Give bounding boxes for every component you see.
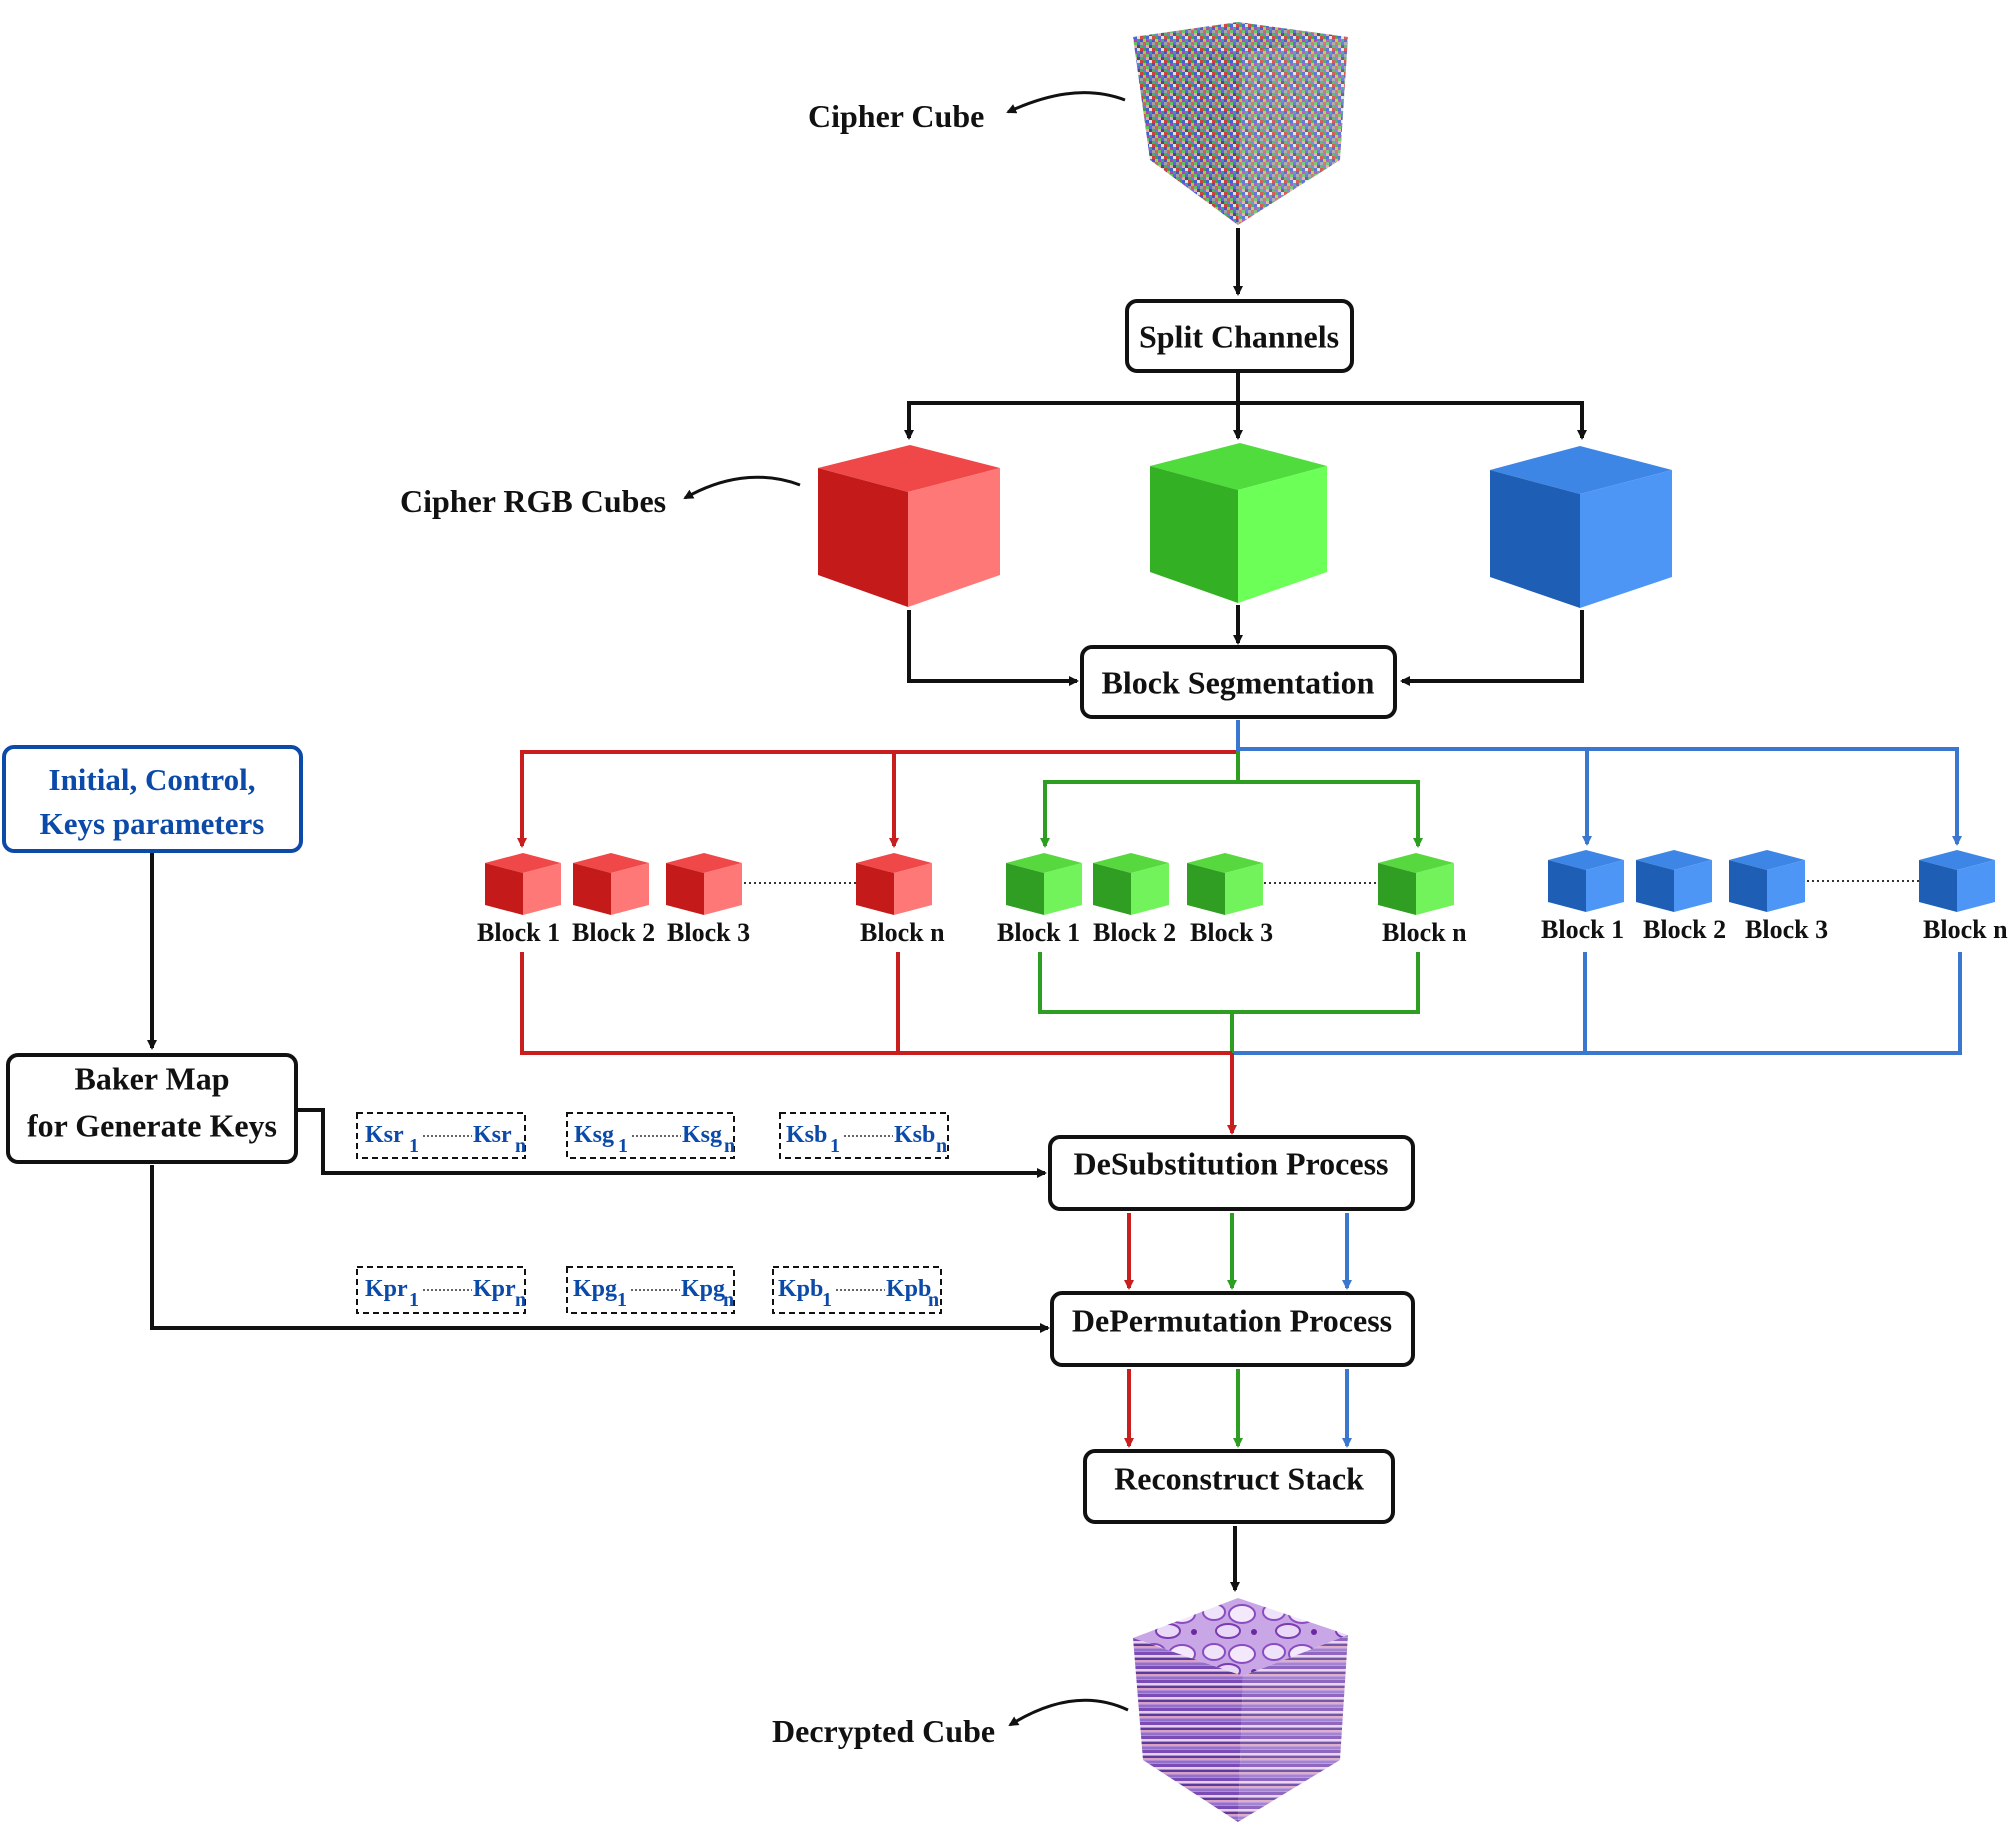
substitution-key-ksg-first-subscript: 1 <box>618 1135 628 1157</box>
substitution-key-ksb-last: Ksb <box>894 1122 935 1148</box>
substitution-key-ksb-last-subscript: n <box>936 1135 947 1157</box>
permutation-key-kpg-first-subscript: 1 <box>617 1289 627 1311</box>
green-channel-cube <box>1150 443 1327 603</box>
split-channels-label: Split Channels <box>1139 318 1339 354</box>
red-block-labels: Block 1 Block 2 Block 3 Block n <box>477 918 945 947</box>
green-block-cube-3 <box>1187 853 1263 915</box>
cipher-cube-pointer-arrow <box>1006 91 1126 114</box>
permutation-key-kpb-first-subscript: 1 <box>822 1289 832 1311</box>
permutation-key-kpb-first: Kpb <box>778 1276 823 1302</box>
block-segmentation-node: Block Segmentation <box>1080 645 1397 719</box>
depermutation-node: DePermutation Process <box>1050 1291 1415 1367</box>
blue-channel-cube <box>1490 446 1672 608</box>
cubes-to-segmentation-lines <box>907 605 1584 686</box>
permutation-key-kpr-first: Kpr <box>365 1276 408 1302</box>
initial-params-line2: Keys parameters <box>40 806 265 841</box>
permutation-key-kpg-last-subscript: n <box>723 1289 734 1311</box>
green-block-n-label: Block n <box>1382 918 1467 947</box>
permutation-key-kpr-first-subscript: 1 <box>409 1289 419 1311</box>
blue-block-labels: Block 1 Block 2 Block 3 Block n <box>1541 915 2008 944</box>
baker-map-line2: for Generate Keys <box>27 1107 277 1143</box>
green-block-1-label: Block 1 <box>997 918 1080 947</box>
permutation-key-kpb-last-subscript: n <box>928 1289 939 1311</box>
red-block-1-label: Block 1 <box>477 918 560 947</box>
substitution-key-ksr-first: Ksr <box>365 1122 404 1148</box>
red-block-n-label: Block n <box>860 918 945 947</box>
reconstruct-stack-node: Reconstruct Stack <box>1083 1449 1395 1524</box>
red-block-cube-2 <box>573 853 649 915</box>
blue-block-cube-n <box>1919 850 1995 912</box>
decrypted-pointer-arrow <box>1008 1698 1129 1727</box>
decrypted-cube-image <box>1133 1598 1348 1822</box>
green-block-cube-2 <box>1093 853 1169 915</box>
deperm-to-reconstruct-arrows <box>1124 1369 1352 1448</box>
permutation-key-kpg-first: Kpg <box>573 1276 617 1302</box>
blue-block-cube-3 <box>1729 850 1805 912</box>
permutation-key-kpg-last: Kpg <box>681 1276 725 1302</box>
green-block-3-label: Block 3 <box>1190 918 1273 947</box>
red-block-cube-n <box>856 853 932 915</box>
green-block-2-label: Block 2 <box>1093 918 1176 947</box>
desubstitution-label: DeSubstitution Process <box>1074 1145 1389 1181</box>
permutation-key-boxes <box>356 1266 942 1314</box>
split-branch-lines <box>904 373 1587 440</box>
cipher-cube-label: Cipher Cube <box>808 98 984 134</box>
red-block-cube-3 <box>666 853 742 915</box>
blue-block-2-label: Block 2 <box>1643 915 1726 944</box>
cipher-rgb-cubes-label: Cipher RGB Cubes <box>400 483 666 519</box>
red-block-2-label: Block 2 <box>572 918 655 947</box>
baker-map-node: Baker Map for Generate Keys <box>6 1053 298 1164</box>
decrypted-cube-label: Decrypted Cube <box>772 1713 995 1749</box>
depermutation-label: DePermutation Process <box>1072 1302 1392 1338</box>
baker-map-line1: Baker Map <box>75 1060 230 1096</box>
substitution-key-ksr-first-subscript: 1 <box>409 1135 419 1157</box>
substitution-key-ksb-first: Ksb <box>786 1122 827 1148</box>
permutation-key-kpr-last-subscript: n <box>515 1289 526 1311</box>
cipher-cube-image <box>1133 22 1348 225</box>
red-channel-cube <box>818 445 1000 607</box>
substitution-key-ksg-last: Ksg <box>682 1122 722 1148</box>
green-block-cube-1 <box>1006 853 1082 915</box>
small-block-cubes <box>485 850 1995 915</box>
reconstruct-stack-label: Reconstruct Stack <box>1114 1460 1364 1496</box>
red-block-3-label: Block 3 <box>667 918 750 947</box>
block-segmentation-label: Block Segmentation <box>1102 664 1375 700</box>
substitution-key-ksr-last-subscript: n <box>515 1135 526 1157</box>
green-block-labels: Block 1 Block 2 Block 3 Block n <box>997 918 1467 947</box>
blue-block-3-label: Block 3 <box>1745 915 1828 944</box>
initial-params-node: Initial, Control, Keys parameters <box>2 745 303 853</box>
blue-block-cube-2 <box>1636 850 1712 912</box>
substitution-key-ksg-last-subscript: n <box>724 1135 735 1157</box>
permutation-key-kpb-last: Kpb <box>886 1276 931 1302</box>
desub-to-deperm-arrows <box>1124 1213 1352 1290</box>
blocks-merge-lines <box>520 952 1962 1135</box>
red-block-cube-1 <box>485 853 561 915</box>
desubstitution-node: DeSubstitution Process <box>1048 1135 1415 1211</box>
green-block-cube-n <box>1378 853 1454 915</box>
substitution-key-boxes <box>356 1112 949 1159</box>
substitution-key-ksg-first: Ksg <box>574 1122 614 1148</box>
permutation-key-kpr-last: Kpr <box>473 1276 516 1302</box>
block-ellipsis-lines <box>744 880 1919 884</box>
rgb-pointer-arrow <box>683 475 801 500</box>
blue-block-cube-1 <box>1548 850 1624 912</box>
substitution-key-ksb-first-subscript: 1 <box>830 1135 840 1157</box>
split-channels-node: Split Channels <box>1125 299 1354 373</box>
blue-block-n-label: Block n <box>1923 915 2008 944</box>
key-feed-lines <box>150 1108 1050 1333</box>
segmentation-distribution-lines <box>517 720 1962 848</box>
initial-params-line1: Initial, Control, <box>49 762 256 797</box>
substitution-key-ksr-last: Ksr <box>473 1122 512 1148</box>
blue-block-1-label: Block 1 <box>1541 915 1624 944</box>
